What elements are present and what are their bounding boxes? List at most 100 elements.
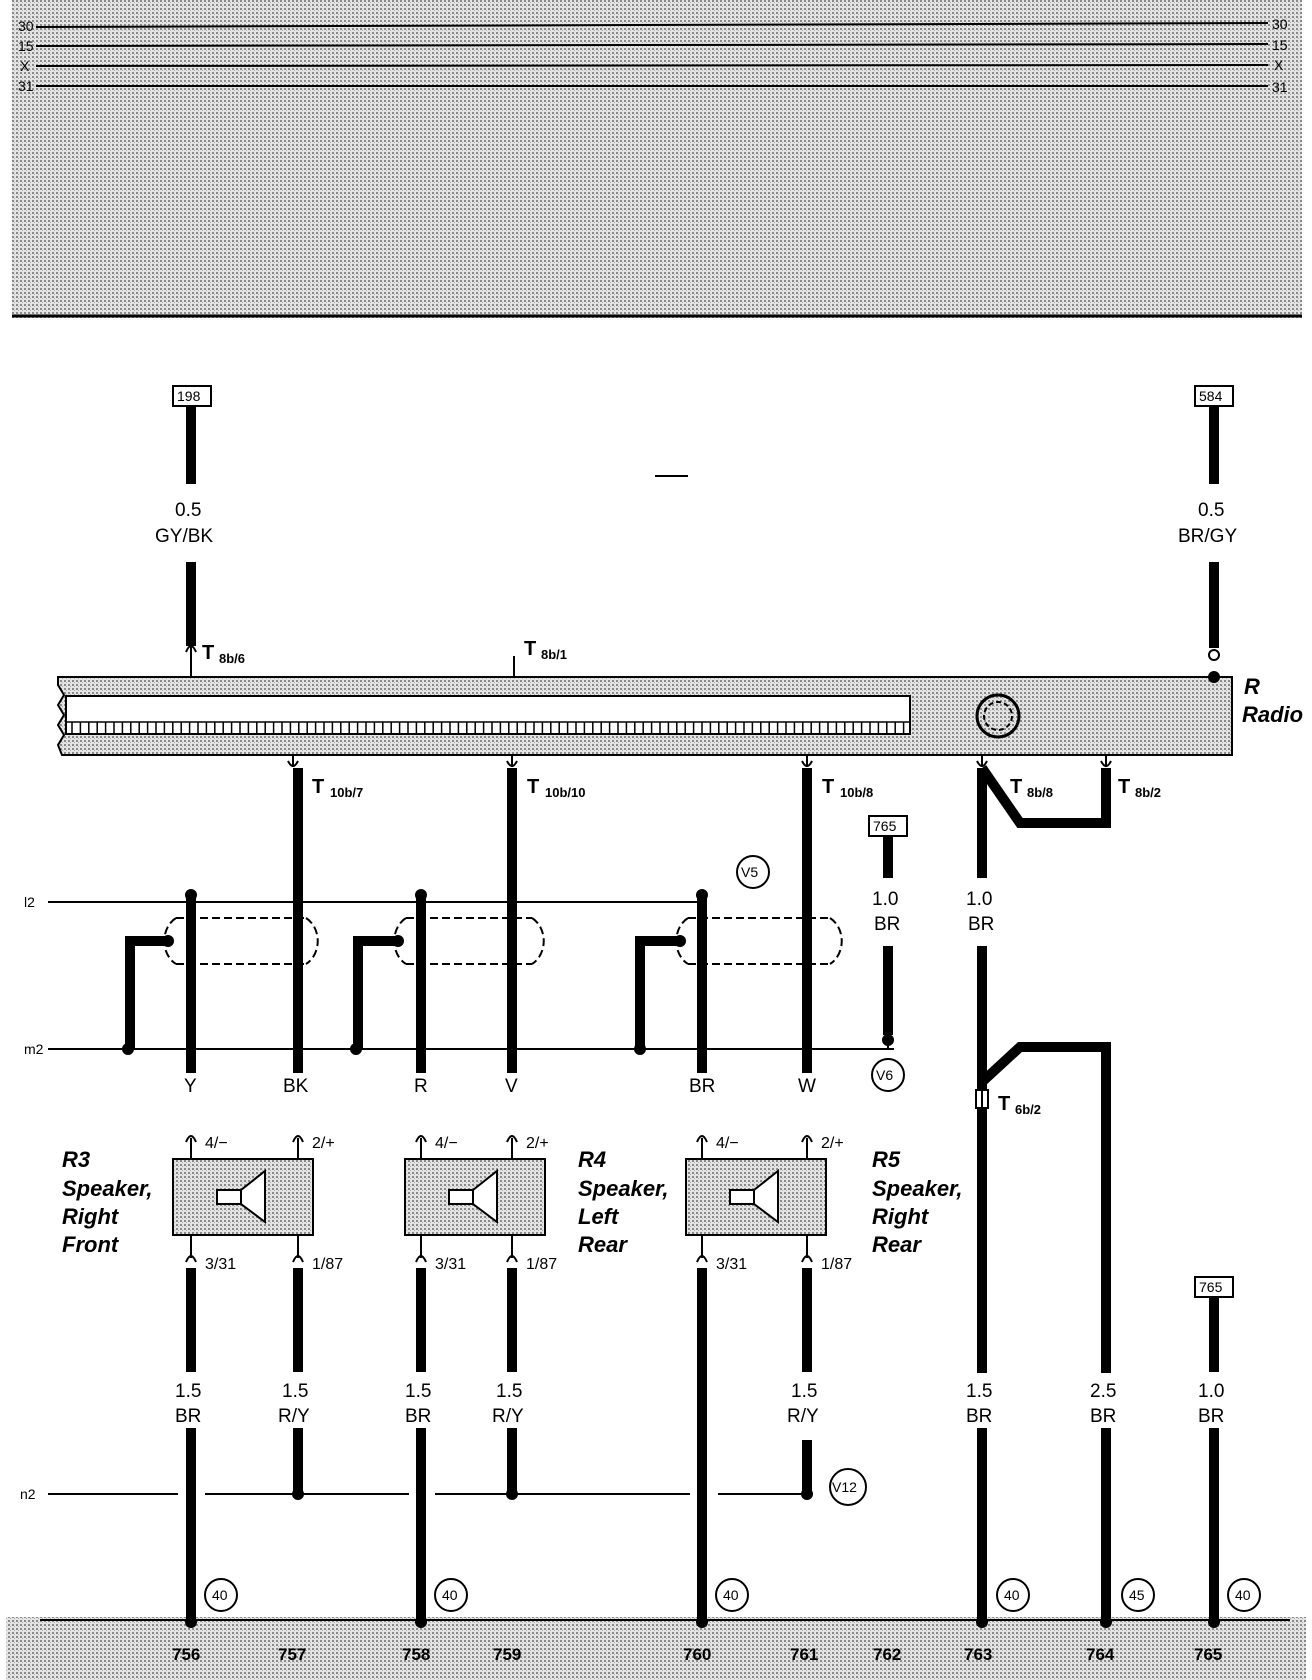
ref-198: 198 <box>177 388 201 404</box>
ground-marker-4: 40 <box>1004 1587 1020 1603</box>
speaker-r4: R4 Speaker, Left Rear <box>404 1147 669 1257</box>
pin-r4-87: 1/87 <box>526 1256 557 1273</box>
wire-763top-color: BR <box>968 914 994 935</box>
marker-v5: V5 <box>736 855 770 889</box>
ref-765-upper: 765 <box>873 818 897 834</box>
bus-label-x-left: X <box>20 58 30 74</box>
connector-t8b6-sub: 8b/6 <box>219 651 245 666</box>
wire-color-y: Y <box>184 1076 197 1097</box>
wire-764-size: 2.5 <box>1090 1381 1116 1402</box>
connector-t6b2: T <box>998 1093 1010 1115</box>
radio-unit: R Radio <box>56 674 1303 756</box>
speaker-r5-line2: Right <box>872 1204 930 1229</box>
bottom-ground-strip <box>6 1617 1306 1680</box>
speaker-r4-icon <box>448 1189 474 1205</box>
shield-3 <box>634 917 843 1055</box>
wire-757-color: R/Y <box>278 1406 310 1427</box>
speaker-r5-icon <box>729 1189 755 1205</box>
track-762: 762 <box>873 1645 901 1664</box>
pin-r5-neg: 4/− <box>716 1135 739 1152</box>
connector-t8b1-sub: 8b/1 <box>541 647 567 662</box>
speaker-r4-line1: Speaker, <box>578 1176 669 1201</box>
radio-outputs: T 10b/7 T 10b/10 T 10b/8 <box>287 755 873 1073</box>
wire-763top-size: 1.0 <box>966 889 992 910</box>
wire-758-size: 1.5 <box>405 1381 431 1402</box>
track-760: 760 <box>683 1645 711 1664</box>
bus-m2-label: m2 <box>24 1041 44 1057</box>
radio-name: Radio <box>1242 702 1303 727</box>
connector-t10b7: T <box>312 776 324 798</box>
speaker-r3-line2: Right <box>62 1204 120 1229</box>
speaker-pins-lower: 3/31 1/87 3/31 1/87 3/31 1/87 <box>185 1235 852 1273</box>
pin-r4-pos: 2/+ <box>526 1135 549 1152</box>
wire-765-size: 1.0 <box>1198 1381 1224 1402</box>
shield-1 <box>122 917 319 1055</box>
track-759: 759 <box>493 1645 521 1664</box>
track-numbers: 756 757 758 759 760 761 762 763 764 765 <box>172 1645 1222 1664</box>
wire-761-color: R/Y <box>787 1406 819 1427</box>
bus-label-15-left: 15 <box>18 38 34 54</box>
wire-758-color: BR <box>405 1406 431 1427</box>
ref-765-lower: 765 <box>1199 1279 1223 1295</box>
bus-label-x-right: X <box>1274 57 1284 73</box>
marker-v6-label: V6 <box>876 1067 893 1083</box>
feed-584: 584 0.5 BR/GY <box>1178 385 1237 683</box>
ref-584: 584 <box>1199 388 1223 404</box>
bus-label-15-right: 15 <box>1272 37 1288 53</box>
connector-t10b8: T <box>822 776 834 798</box>
wire-756-color: BR <box>175 1406 201 1427</box>
speaker-r4-line3: Rear <box>578 1232 628 1257</box>
connector-t10b10: T <box>527 776 539 798</box>
connector-t8b1: T <box>524 638 536 660</box>
speaker-r4-code: R4 <box>578 1147 606 1172</box>
pin-r3-pos: 2/+ <box>312 1135 335 1152</box>
ground-marker-5: 45 <box>1129 1587 1145 1603</box>
speaker-r5-line3: Rear <box>872 1232 922 1257</box>
wire-198-color: GY/BK <box>155 526 213 547</box>
bus-label-30-right: 30 <box>1272 16 1288 32</box>
marker-v12-label: V12 <box>832 1479 857 1495</box>
bus-l2-label: l2 <box>24 894 35 910</box>
feed-765-upper: 765 1.0 BR <box>868 815 908 1049</box>
ground-markers: 40 40 40 40 45 40 <box>204 1578 1261 1612</box>
wire-color-w: W <box>798 1076 816 1097</box>
connector-t8b8-sub: 8b/8 <box>1027 785 1053 800</box>
speaker-r3: R3 Speaker, Right Front <box>62 1147 314 1257</box>
pin-r3-87: 1/87 <box>312 1256 343 1273</box>
top-panel: 30 15 X 31 30 15 X 31 <box>12 0 1302 318</box>
speaker-r3-line3: Front <box>62 1232 120 1257</box>
bus-label-30-left: 30 <box>18 18 34 34</box>
bus-m2: m2 <box>24 1041 894 1057</box>
bus-label-31-left: 31 <box>18 78 34 94</box>
wire-color-v: V <box>505 1076 518 1097</box>
bus-l2: l2 <box>24 894 706 910</box>
wire-756-size: 1.5 <box>175 1381 201 1402</box>
track-758: 758 <box>402 1645 430 1664</box>
speaker-r3-code: R3 <box>62 1147 90 1172</box>
radio-knob-icon <box>975 693 1021 739</box>
feed-t8b1: T 8b/1 <box>513 475 688 677</box>
connector-t10b7-sub: 10b/7 <box>330 785 363 800</box>
connector-t8b8: T <box>1010 776 1022 798</box>
ground-763-path: T 8b/8 T 8b/2 1.0 BR T 6b/2 <box>966 755 1161 1373</box>
pin-r5-pos: 2/+ <box>821 1135 844 1152</box>
wire-584-size: 0.5 <box>1198 500 1224 521</box>
bus-label-31-right: 31 <box>1272 79 1288 95</box>
speaker-r5: R5 Speaker, Right Rear <box>685 1147 963 1257</box>
wire-color-bk: BK <box>283 1076 309 1097</box>
connector-t10b8-sub: 10b/8 <box>840 785 873 800</box>
connector-t8b6: T <box>202 642 214 664</box>
bus-n2-label: n2 <box>20 1486 36 1502</box>
pin-r4-31: 3/31 <box>435 1256 466 1273</box>
marker-v5-label: V5 <box>741 864 758 880</box>
shield-2 <box>350 917 545 1055</box>
wire-761-size: 1.5 <box>791 1381 817 1402</box>
speaker-r5-line1: Speaker, <box>872 1176 963 1201</box>
feed-198: 198 0.5 GY/BK T 8b/6 <box>155 385 245 677</box>
wire-759-color: R/Y <box>492 1406 524 1427</box>
speaker-r4-line2: Left <box>578 1204 620 1229</box>
radio-connector-pins <box>66 721 910 734</box>
wire-color-br: BR <box>689 1076 715 1097</box>
ground-marker-3: 40 <box>723 1587 739 1603</box>
